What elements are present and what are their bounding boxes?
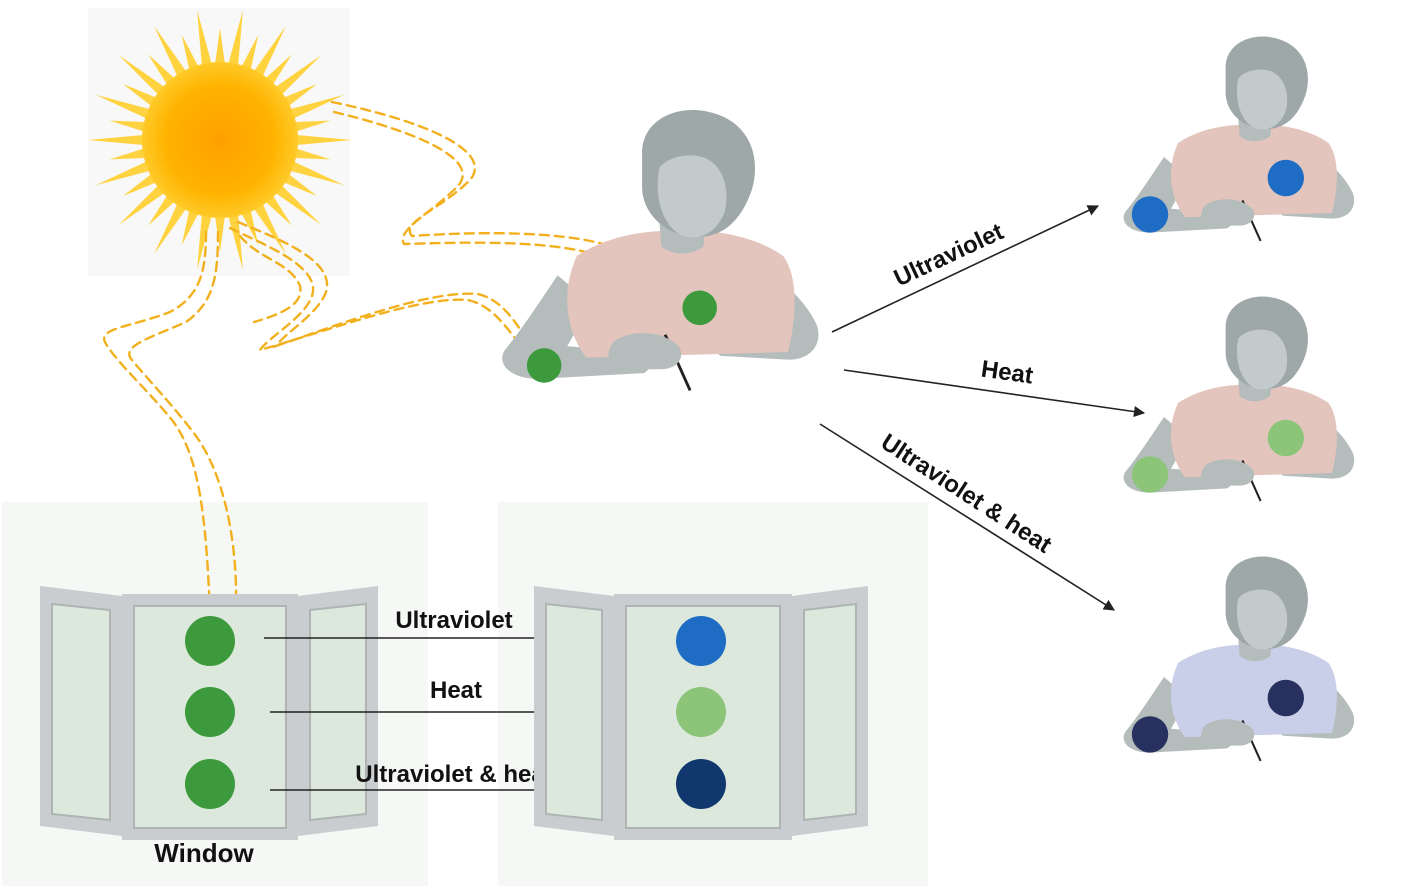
sun-ray — [252, 25, 286, 79]
person-result-heat-indicator-1 — [1267, 419, 1304, 457]
window-after — [534, 586, 868, 840]
sun-ray — [281, 84, 317, 108]
sun-ray — [240, 207, 259, 246]
sun-ray — [181, 207, 200, 246]
sun-ray — [109, 120, 149, 133]
sun-ray — [123, 84, 159, 108]
sun-ray — [252, 201, 286, 255]
sun-ray — [263, 193, 292, 226]
person-face — [1236, 589, 1288, 650]
sun-ray — [227, 211, 243, 270]
sun-ray — [291, 120, 331, 133]
window-after-left-glass — [545, 602, 603, 822]
person-result-uv-indicator-2 — [1131, 196, 1169, 233]
window-left-glass — [51, 602, 111, 822]
sun-ray — [96, 160, 153, 186]
person-face — [1236, 329, 1288, 390]
person-arrow-both — [819, 423, 1115, 611]
sun-ray — [281, 172, 317, 196]
window-before — [40, 586, 378, 840]
window-arrow-heat-label: Heat — [430, 677, 482, 704]
sun-icon — [88, 10, 352, 270]
sun-ray — [214, 213, 226, 252]
sun-ray — [181, 34, 200, 73]
person-result-heat — [1123, 296, 1355, 502]
person-result-uv — [1123, 36, 1355, 242]
light-path-window-1 — [103, 230, 212, 614]
window-indicator-1-initial — [185, 616, 235, 666]
sun-ray — [154, 25, 188, 79]
sun-ray — [118, 55, 167, 97]
sun-ray — [291, 147, 331, 160]
person-result-uv-indicator-1 — [1267, 159, 1304, 197]
sun-ray — [96, 94, 153, 120]
sun-ray — [197, 10, 213, 69]
window-after-right-glass — [803, 602, 857, 822]
sun-ray — [118, 183, 167, 225]
sun-ray — [293, 134, 352, 146]
person-main-indicator-2 — [526, 348, 562, 383]
person-arrow-uv — [831, 205, 1100, 333]
light-path-arm-2 — [236, 220, 532, 349]
person-hand — [1201, 719, 1255, 746]
person-main — [502, 110, 819, 391]
window-arrow-uv-label: Ultraviolet — [395, 607, 512, 634]
person-main-indicator-1 — [682, 290, 717, 326]
light-path-window-3 — [238, 234, 302, 324]
window-indicator-uv — [676, 616, 726, 666]
person-hand — [1201, 459, 1255, 486]
sun-ray — [88, 134, 147, 146]
window-indicator-both — [676, 759, 726, 809]
sun-ray — [273, 183, 322, 225]
window-indicator-2-initial — [185, 687, 235, 737]
sun-ray — [287, 160, 344, 186]
sun-ray — [240, 34, 259, 73]
sun-ray — [227, 10, 243, 69]
window-arrow-both-label: Ultraviolet & heat — [355, 761, 552, 788]
person-result-heat-indicator-2 — [1131, 456, 1169, 493]
window-label: Window — [154, 838, 254, 868]
window-indicator-heat — [676, 687, 726, 737]
window-indicator-3-initial — [185, 759, 235, 809]
sun-ray — [148, 193, 177, 226]
person-arrow-heat-label: Heat — [979, 356, 1034, 390]
person-result-both — [1123, 556, 1355, 762]
person-result-both-indicator-2 — [1131, 716, 1169, 753]
sun-ray — [214, 28, 226, 67]
person-face — [1236, 69, 1288, 130]
person-arrow-uv-label: Ultraviolet — [890, 218, 1008, 292]
person-face — [657, 155, 727, 238]
person-result-both-indicator-1 — [1267, 679, 1304, 717]
sun-ray — [154, 201, 188, 255]
sun-ray — [109, 147, 149, 160]
sun-core — [142, 62, 298, 218]
person-hand — [1201, 199, 1255, 226]
person-shirt — [567, 230, 795, 358]
sun-ray — [273, 55, 322, 97]
light-path-arm-1 — [228, 226, 526, 353]
sun-ray — [263, 54, 292, 87]
sun-ray — [148, 54, 177, 87]
person-hand — [608, 333, 682, 370]
sun-ray — [287, 94, 344, 120]
person-shirt — [1170, 644, 1337, 738]
person-shirt — [1170, 124, 1337, 218]
person-arrow-heat — [843, 369, 1146, 418]
sun-ray — [123, 172, 159, 196]
person-shirt — [1170, 384, 1337, 478]
